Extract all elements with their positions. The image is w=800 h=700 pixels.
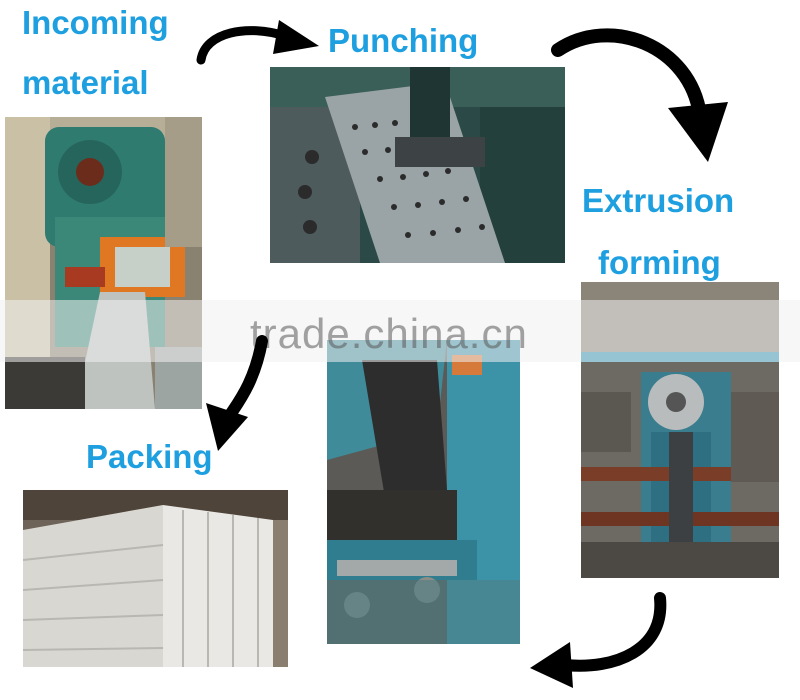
label-packing: Packing (86, 438, 213, 475)
label-extrusion-forming-line1: Extrusion (582, 182, 735, 219)
arrow-extrusion-to-cutting (530, 592, 667, 688)
punching-photo (270, 67, 565, 263)
label-incoming-material-line2: material (22, 64, 149, 101)
incoming-material-photo (5, 117, 202, 409)
packing-photo (23, 490, 288, 667)
watermark-band (0, 300, 800, 362)
label-punching: Punching (328, 22, 479, 59)
watermark-text: trade.china.cn (250, 310, 528, 357)
label-extrusion-forming-line2: forming (598, 244, 721, 281)
arrow-punching-to-extrusion (551, 28, 728, 162)
arrow-cutting-to-packing (206, 335, 268, 451)
cutting-photo (327, 340, 520, 644)
label-incoming-material-line1: Incoming (22, 4, 169, 41)
arrow-incoming-to-punching (196, 20, 319, 65)
